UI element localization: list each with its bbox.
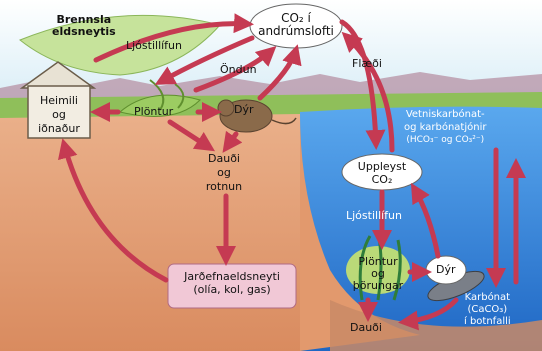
fossil-fuels-label: Jarðefnaeldsneyti (olía, kol, gas)	[168, 270, 296, 296]
soil	[0, 114, 300, 351]
carbonate-ions-label: Vetniskarbónat- og karbónatjónir (HCO₃⁻ …	[404, 108, 486, 147]
homes-industry-label: Heimili og iðnaður	[30, 94, 88, 136]
death-decay-label: Dauði og rotnun	[202, 152, 246, 194]
plants-algae-line-3: þörungar	[352, 280, 404, 292]
dissolved-co2-label: Uppleyst CO₂	[344, 160, 420, 186]
plants-label: Plöntur	[134, 106, 173, 118]
land-animal-label: Dýr	[234, 104, 254, 116]
co2-air-label: CO₂ í andrúmslofti	[252, 12, 340, 38]
carbonate-sediment-line-1: Karbónat	[464, 292, 511, 304]
photosynthesis-water-label: Ljóstillífun	[346, 210, 402, 222]
homes-line-3: iðnaður	[30, 122, 88, 136]
dissolved-co2-line-2: CO₂	[344, 173, 420, 186]
homes-line-2: og	[30, 108, 88, 122]
dissolved-co2-line-1: Uppleyst	[344, 160, 420, 173]
flow-label: Flæði	[352, 58, 382, 70]
carbonate-sediment-line-3: í botnfalli	[464, 316, 511, 328]
plants-algae-label: Plöntur og þörungar	[352, 256, 404, 292]
death-decay-line-3: rotnun	[202, 180, 246, 194]
death-decay-line-2: og	[202, 166, 246, 180]
fuel-burning-label: Brennsla eldsneytis	[52, 14, 116, 38]
photosynthesis-top-label: Ljóstillífun	[126, 40, 182, 52]
water-animal-label: Dýr	[436, 264, 456, 276]
death-water-label: Dauði	[350, 322, 382, 334]
fuel-burning-line-2: eldsneytis	[52, 26, 116, 38]
respiration-label: Öndun	[220, 64, 257, 76]
carbonate-sediment-line-2: (CaCO₃)	[464, 304, 511, 316]
carbonate-sediment-label: Karbónat (CaCO₃) í botnfalli	[464, 292, 511, 328]
homes-line-1: Heimili	[30, 94, 88, 108]
fossil-fuels-line-2: (olía, kol, gas)	[168, 283, 296, 296]
carbonate-ions-line-3: (HCO₃⁻ og CO₃²⁻)	[404, 134, 486, 147]
co2-air-line-2: andrúmslofti	[252, 25, 340, 38]
carbonate-ions-line-1: Vetniskarbónat-	[404, 108, 486, 121]
carbonate-ions-line-2: og karbónatjónir	[404, 121, 486, 134]
death-decay-line-1: Dauði	[202, 152, 246, 166]
fossil-fuels-line-1: Jarðefnaeldsneyti	[168, 270, 296, 283]
